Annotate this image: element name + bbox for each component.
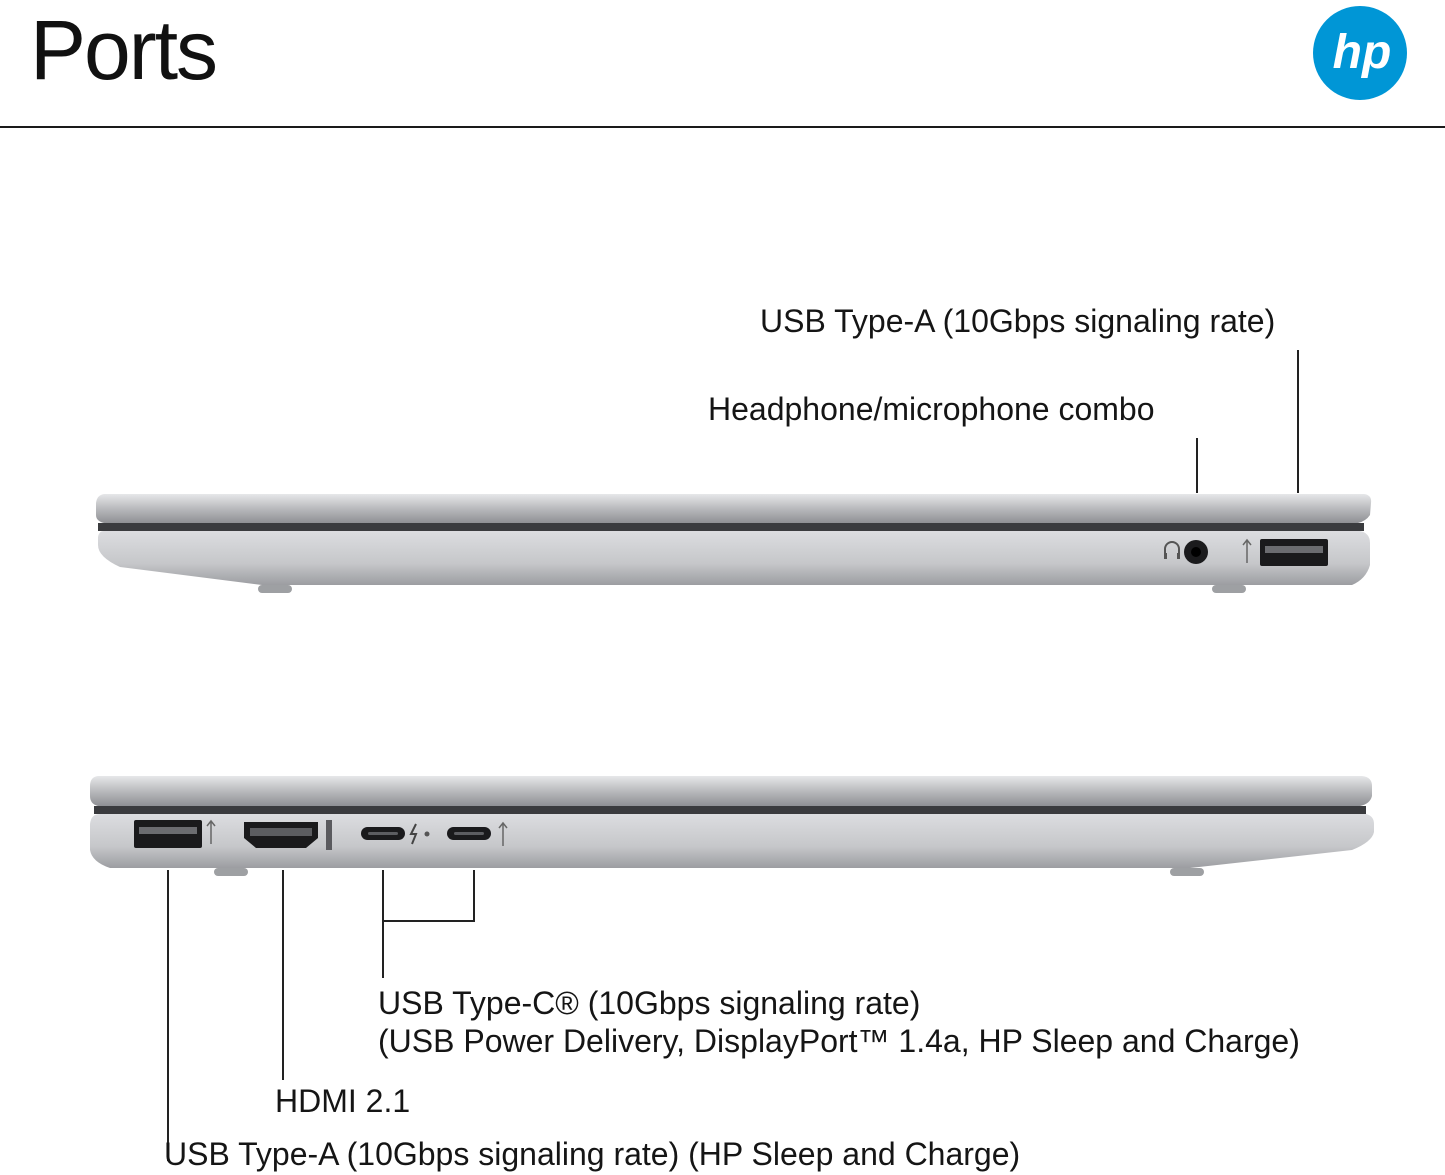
- usb-c-label: USB Type-C® (10Gbps signaling rate): [378, 985, 921, 1021]
- usb-c-leader-horizontal: [382, 920, 475, 922]
- usb-c-leader-vertical-2: [473, 870, 475, 922]
- usb-c-details-label: (USB Power Delivery, DisplayPort™ 1.4a, …: [378, 1023, 1300, 1059]
- usb-c-port-1: [361, 827, 405, 840]
- usb-a-left-port: [134, 820, 202, 848]
- laptop-left-side: [90, 776, 1374, 876]
- usb-c-port-2: [447, 827, 491, 840]
- usb-a-left-leader-line: [167, 870, 169, 1161]
- usb-a-left-label: USB Type-A (10Gbps signaling rate) (HP S…: [164, 1136, 1021, 1172]
- thunderbolt-icon: [409, 823, 430, 845]
- headphone-label: Headphone/microphone combo: [708, 391, 1155, 427]
- headphone-jack-port: [1184, 540, 1208, 564]
- hdmi-icon: [326, 820, 332, 850]
- headphone-icon: [1164, 541, 1180, 559]
- usb-c-leader-vertical-1: [382, 870, 384, 978]
- usb-a-label: USB Type-A (10Gbps signaling rate): [760, 303, 1276, 339]
- hdmi-leader-line: [282, 870, 284, 1080]
- usb-a-leader-line: [1297, 350, 1299, 493]
- usb-icon: [1242, 538, 1252, 563]
- laptop-right-side: [96, 494, 1372, 593]
- usb-a-port: [1260, 539, 1328, 566]
- hdmi-label: HDMI 2.1: [275, 1083, 411, 1119]
- usb-c-icon: [498, 821, 508, 846]
- usb-icon-left: [206, 819, 216, 844]
- header-divider: [0, 126, 1445, 128]
- hdmi-port: [244, 822, 318, 848]
- hp-logo: hp: [1313, 6, 1407, 100]
- headphone-leader-line: [1196, 438, 1198, 493]
- hp-logo-text: hp: [1333, 26, 1392, 79]
- page-title: Ports: [30, 3, 218, 97]
